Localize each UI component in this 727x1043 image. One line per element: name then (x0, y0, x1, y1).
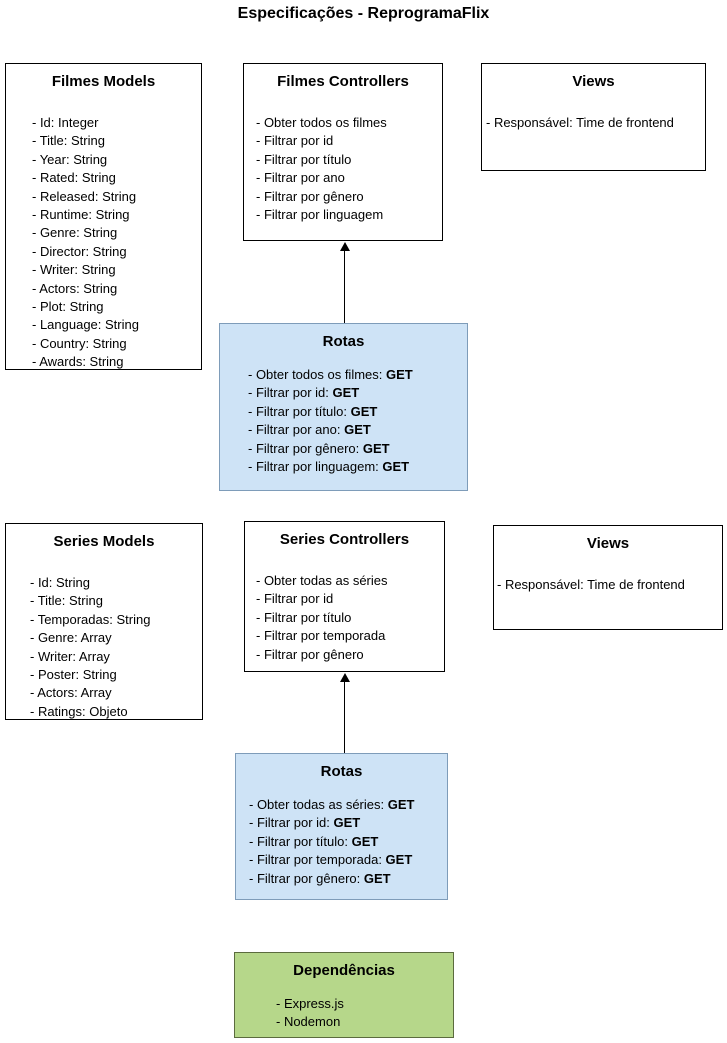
route-list: - Obter todas as séries: GET - Filtrar p… (236, 796, 447, 888)
box-title: Rotas (320, 763, 363, 780)
http-method: GET (350, 403, 378, 419)
model-field: - Year: String (32, 151, 108, 167)
rotas-series-box: Rotas - Obter todas as séries: GET - Fil… (235, 753, 448, 900)
route-item: - Filtrar por título: GET (248, 403, 378, 419)
route-item: - Obter todas as séries: GET (249, 797, 415, 812)
model-field: - Director: String (32, 243, 127, 259)
box-title: Views (572, 73, 615, 90)
controller-action: - Filtrar por linguagem (256, 207, 384, 223)
route-item: - Filtrar por ano: GET (248, 422, 371, 438)
model-field: - Ratings: Objeto (30, 703, 128, 719)
http-method: GET (385, 852, 413, 868)
http-method: GET (382, 459, 410, 475)
arrow-up-icon (340, 242, 350, 251)
route-item: - Filtrar por gênero: GET (248, 440, 390, 456)
arrow-line (344, 250, 345, 323)
model-field: - Writer: Array (30, 648, 110, 664)
model-field: - Id: String (30, 575, 90, 590)
action-list: - Obter todas as séries - Filtrar por id… (245, 572, 444, 664)
dependency-list: - Express.js - Nodemon (235, 995, 453, 1032)
dependencias-box: Dependências - Express.js - Nodemon (234, 952, 454, 1038)
box-title: Dependências (293, 962, 395, 979)
route-item: - Filtrar por gênero: GET (249, 870, 391, 886)
http-method: GET (333, 815, 361, 831)
model-field: - Poster: String (30, 667, 117, 683)
model-field: - Released: String (32, 188, 137, 204)
http-method: GET (362, 440, 390, 456)
page-title: Especificações - ReprogramaFlix (237, 5, 490, 22)
box-title: Filmes Models (51, 73, 156, 90)
box-title: Views (586, 535, 630, 552)
route-item: - Filtrar por linguagem: GET (248, 459, 410, 475)
dependency-item: - Nodemon (276, 1014, 341, 1030)
controller-action: - Filtrar por temporada (256, 628, 386, 644)
series-controllers-box: Series Controllers - Obter todas as séri… (244, 521, 445, 672)
route-item: - Filtrar por título: GET (249, 833, 379, 849)
route-item: - Filtrar por temporada: GET (249, 852, 413, 868)
controller-action: - Obter todas as séries (256, 573, 388, 588)
filmes-models-box: Filmes Models - Id: Integer - Title: Str… (5, 63, 202, 370)
http-method: GET (351, 833, 379, 849)
views-item: - Responsável: Time de frontend (486, 115, 674, 130)
model-field: - Actors: String (32, 280, 118, 296)
arrow-line (344, 681, 345, 753)
controller-action: - Obter todos os filmes (256, 115, 387, 130)
controller-action: - Filtrar por título (256, 609, 352, 625)
http-method: GET (332, 385, 360, 401)
model-field: - Runtime: String (32, 207, 130, 223)
model-field: - Writer: String (32, 262, 116, 278)
box-title: Filmes Controllers (277, 73, 409, 90)
controller-action: - Filtrar por título (256, 151, 352, 167)
route-item: - Obter todos os filmes: GET (248, 367, 413, 382)
route-item: - Filtrar por id: GET (248, 385, 360, 401)
controller-action: - Filtrar por id (256, 133, 334, 149)
views-series-box: Views - Responsável: Time de frontend (493, 525, 723, 630)
views-item: - Responsável: Time de frontend (497, 577, 685, 592)
model-field: - Rated: String (32, 170, 116, 186)
box-title: Series Controllers (279, 531, 410, 548)
model-field: - Genre: Array (30, 630, 112, 646)
model-field: - Temporadas: String (30, 611, 151, 627)
controller-action: - Filtrar por gênero (256, 646, 364, 662)
route-item: - Filtrar por id: GET (249, 815, 361, 831)
model-field: - Plot: String (32, 299, 104, 315)
http-method: GET (344, 422, 371, 438)
model-field: - Title: String (30, 593, 103, 609)
model-field: - Country: String (32, 335, 127, 351)
http-method: GET (387, 797, 415, 812)
filmes-controllers-box: Filmes Controllers - Obter todos os film… (243, 63, 443, 241)
controller-action: - Filtrar por ano (256, 170, 345, 186)
controller-action: - Filtrar por gênero (256, 188, 364, 204)
arrow-up-icon (340, 673, 350, 682)
rotas-filmes-box: Rotas - Obter todos os filmes: GET - Fil… (219, 323, 468, 491)
http-method: GET (363, 870, 391, 886)
dependency-item: - Express.js (276, 996, 344, 1011)
route-list: - Obter todos os filmes: GET - Filtrar p… (220, 366, 467, 476)
model-field: - Awards: String (32, 354, 124, 370)
views-list: - Responsável: Time de frontend (482, 114, 705, 132)
model-field: - Language: String (32, 317, 139, 333)
model-field: - Genre: String (32, 225, 118, 241)
series-models-box: Series Models - Id: String - Title: Stri… (5, 523, 203, 720)
controller-action: - Filtrar por id (256, 591, 334, 607)
model-field: - Title: String (32, 133, 105, 149)
field-list: - Id: Integer - Title: String - Year: St… (6, 114, 201, 372)
views-filmes-box: Views - Responsável: Time de frontend (481, 63, 706, 171)
box-title: Series Models (53, 533, 155, 550)
model-field: - Id: Integer (32, 115, 99, 130)
box-title: Rotas (322, 333, 365, 350)
views-list: - Responsável: Time de frontend (494, 576, 722, 594)
http-method: GET (386, 367, 413, 382)
model-field: - Actors: Array (30, 685, 112, 701)
field-list: - Id: String - Title: String - Temporada… (6, 574, 202, 721)
action-list: - Obter todos os filmes - Filtrar por id… (244, 114, 442, 224)
